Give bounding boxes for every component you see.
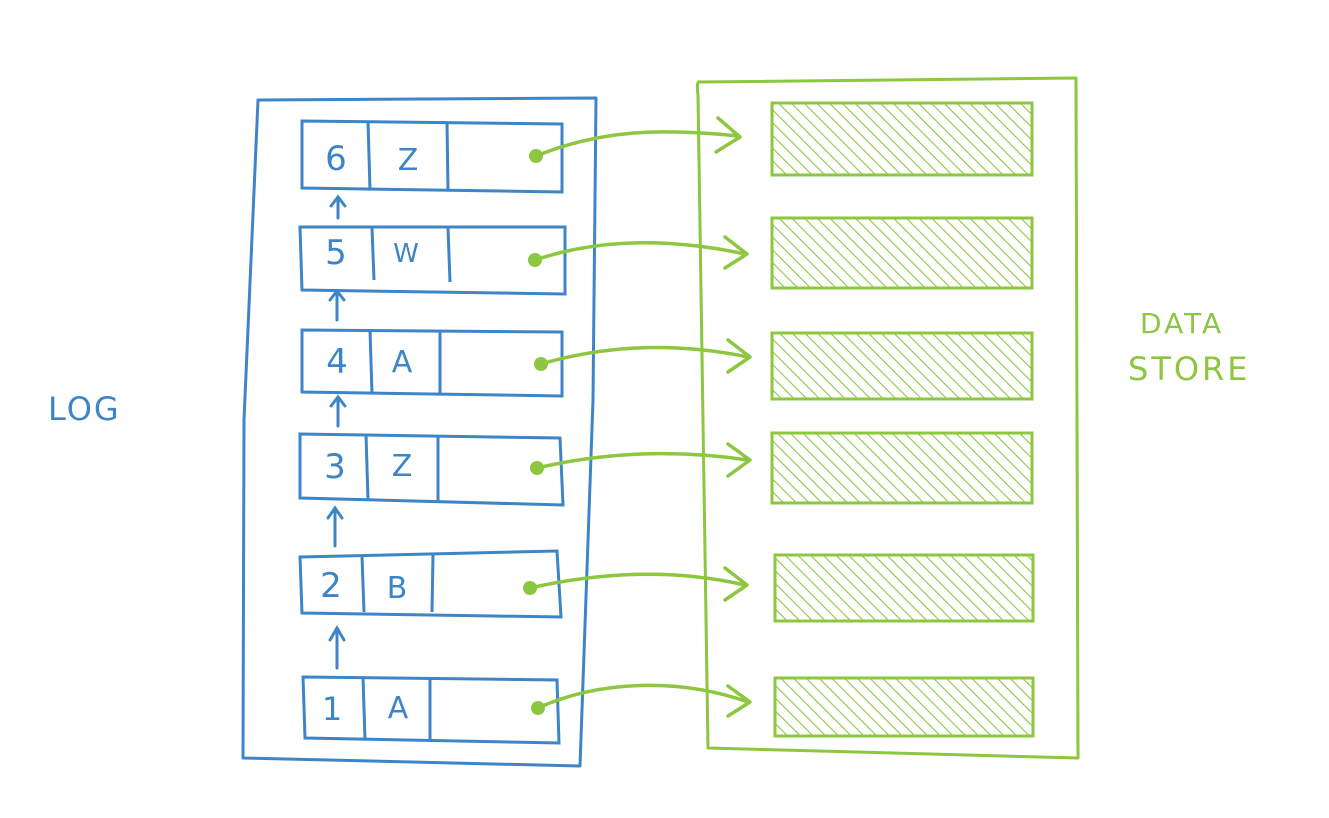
log-container bbox=[241, 96, 598, 768]
log-entry-index: 2 bbox=[320, 566, 342, 606]
log-entry-key: A bbox=[392, 345, 413, 380]
log-entry-divider bbox=[366, 120, 372, 191]
pointer-arrow bbox=[530, 442, 752, 478]
log-entry: 2 B bbox=[298, 549, 563, 619]
log-entry-divider bbox=[361, 676, 367, 741]
log-entry-key: Z bbox=[392, 449, 413, 484]
log-entry-index: 1 bbox=[322, 690, 342, 728]
pointer-arrow bbox=[531, 683, 752, 718]
log-entry-box bbox=[298, 432, 565, 507]
log-entry-divider bbox=[446, 227, 452, 283]
data-store-label-line2: STORE bbox=[1128, 350, 1251, 388]
log-entry-key: W bbox=[393, 239, 419, 269]
pointer-arrow bbox=[529, 116, 742, 163]
log-entry-divider bbox=[370, 227, 376, 281]
log-entry: 3 Z bbox=[298, 432, 565, 507]
log-entry-divider bbox=[430, 553, 435, 613]
log-entry-index: 6 bbox=[325, 139, 347, 179]
data-record bbox=[770, 331, 1034, 401]
log-entry-box bbox=[298, 549, 563, 619]
pointer-arrow bbox=[528, 235, 749, 270]
log-entry-index: 4 bbox=[326, 342, 348, 382]
log-next-arrow bbox=[329, 194, 347, 220]
data-store-container bbox=[695, 76, 1080, 760]
log-entry: 1 A bbox=[301, 675, 561, 745]
log-entry-divider bbox=[445, 121, 450, 192]
log-entry-box bbox=[300, 328, 564, 398]
data-record bbox=[770, 216, 1034, 290]
data-record bbox=[773, 676, 1035, 738]
log-entry-key: B bbox=[387, 571, 408, 606]
data-record bbox=[770, 431, 1034, 505]
log-entry-key: A bbox=[388, 691, 409, 726]
log-next-arrow bbox=[326, 505, 344, 548]
log-label: LOG bbox=[48, 390, 121, 428]
log-entry-key: Z bbox=[398, 143, 419, 178]
log-entry-box bbox=[300, 119, 564, 194]
log-next-arrow bbox=[328, 288, 346, 322]
log-entry: 5 W bbox=[298, 225, 567, 296]
log-entry-divider bbox=[364, 433, 370, 501]
data-record bbox=[773, 553, 1035, 623]
log-entry-box bbox=[301, 675, 561, 745]
log-entry-divider bbox=[368, 329, 374, 395]
log-entry: 6 Z bbox=[300, 119, 564, 194]
log-entry-index: 5 bbox=[325, 233, 347, 273]
log-entry: 4 A bbox=[300, 328, 564, 398]
log-entry-divider bbox=[360, 555, 366, 613]
log-entry-box bbox=[298, 225, 567, 296]
log-next-arrow bbox=[329, 394, 347, 428]
data-store-label-line1: DATA bbox=[1140, 307, 1224, 340]
pointer-arrow bbox=[534, 338, 752, 374]
log-next-arrow bbox=[328, 625, 346, 670]
data-record bbox=[770, 101, 1034, 177]
pointer-arrow bbox=[523, 566, 749, 602]
log-entry-index: 3 bbox=[324, 447, 346, 487]
